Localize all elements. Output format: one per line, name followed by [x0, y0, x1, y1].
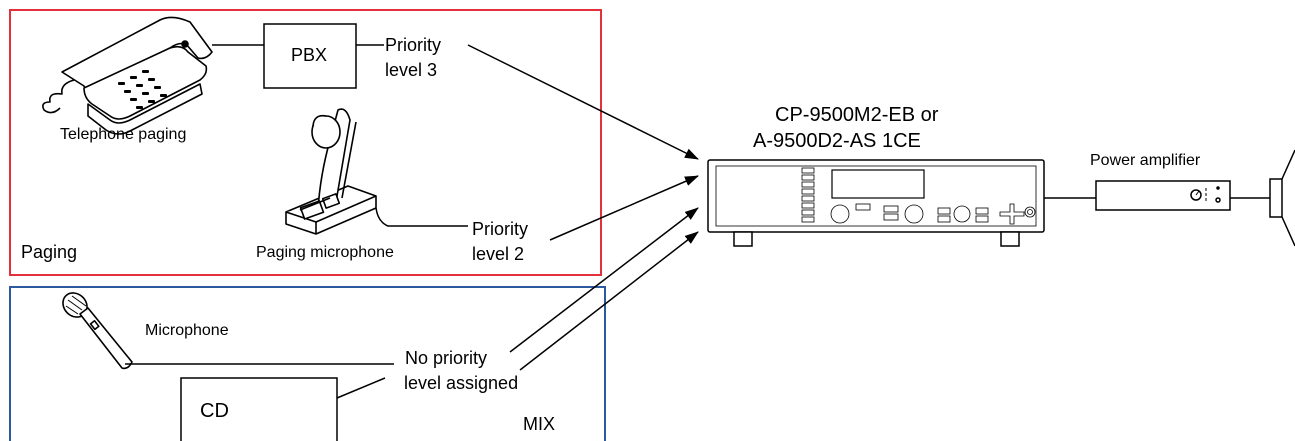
- mixer-label-line2: A-9500D2-AS 1CE: [753, 130, 921, 152]
- amplifier-label: Power amplifier: [1090, 152, 1201, 169]
- cd-label: CD: [200, 400, 229, 422]
- paging-group-label: Paging: [21, 242, 78, 262]
- paging-mic-priority2-line: [375, 207, 468, 227]
- priority2-line2: level 2: [472, 244, 525, 264]
- priority3-arrow: [467, 44, 699, 160]
- telephone-icon: [42, 16, 213, 135]
- pbx-label: PBX: [291, 45, 328, 65]
- paging-group-box: [9, 9, 602, 276]
- telephone-label: Telephone paging: [60, 126, 187, 143]
- amplifier-device: [1095, 180, 1231, 211]
- paging-mic-label: Paging microphone: [256, 244, 394, 261]
- handheld-microphone-icon: [62, 292, 133, 370]
- speaker-icon: [1269, 149, 1295, 247]
- cd-line: [336, 377, 386, 399]
- priority3-line1: Priority: [385, 35, 442, 55]
- no-priority-line2: level assigned: [404, 373, 519, 393]
- priority2-line1: Priority: [472, 219, 529, 239]
- mixer-label-line1: CP-9500M2-EB or: [775, 104, 939, 126]
- mixer-device: [707, 159, 1045, 247]
- mix-arrow-2: [519, 231, 699, 371]
- mix-group-label: MIX: [523, 414, 556, 434]
- microphone-label: Microphone: [145, 322, 229, 339]
- pbx-box: [263, 23, 357, 89]
- priority2-arrow: [549, 175, 699, 241]
- paging-microphone-icon: [285, 108, 377, 235]
- mix-arrow-1: [509, 207, 699, 353]
- mix-group-box: [9, 286, 606, 441]
- no-priority-line1: No priority: [405, 348, 488, 368]
- cd-box: [180, 377, 338, 441]
- priority3-line2: level 3: [385, 60, 438, 80]
